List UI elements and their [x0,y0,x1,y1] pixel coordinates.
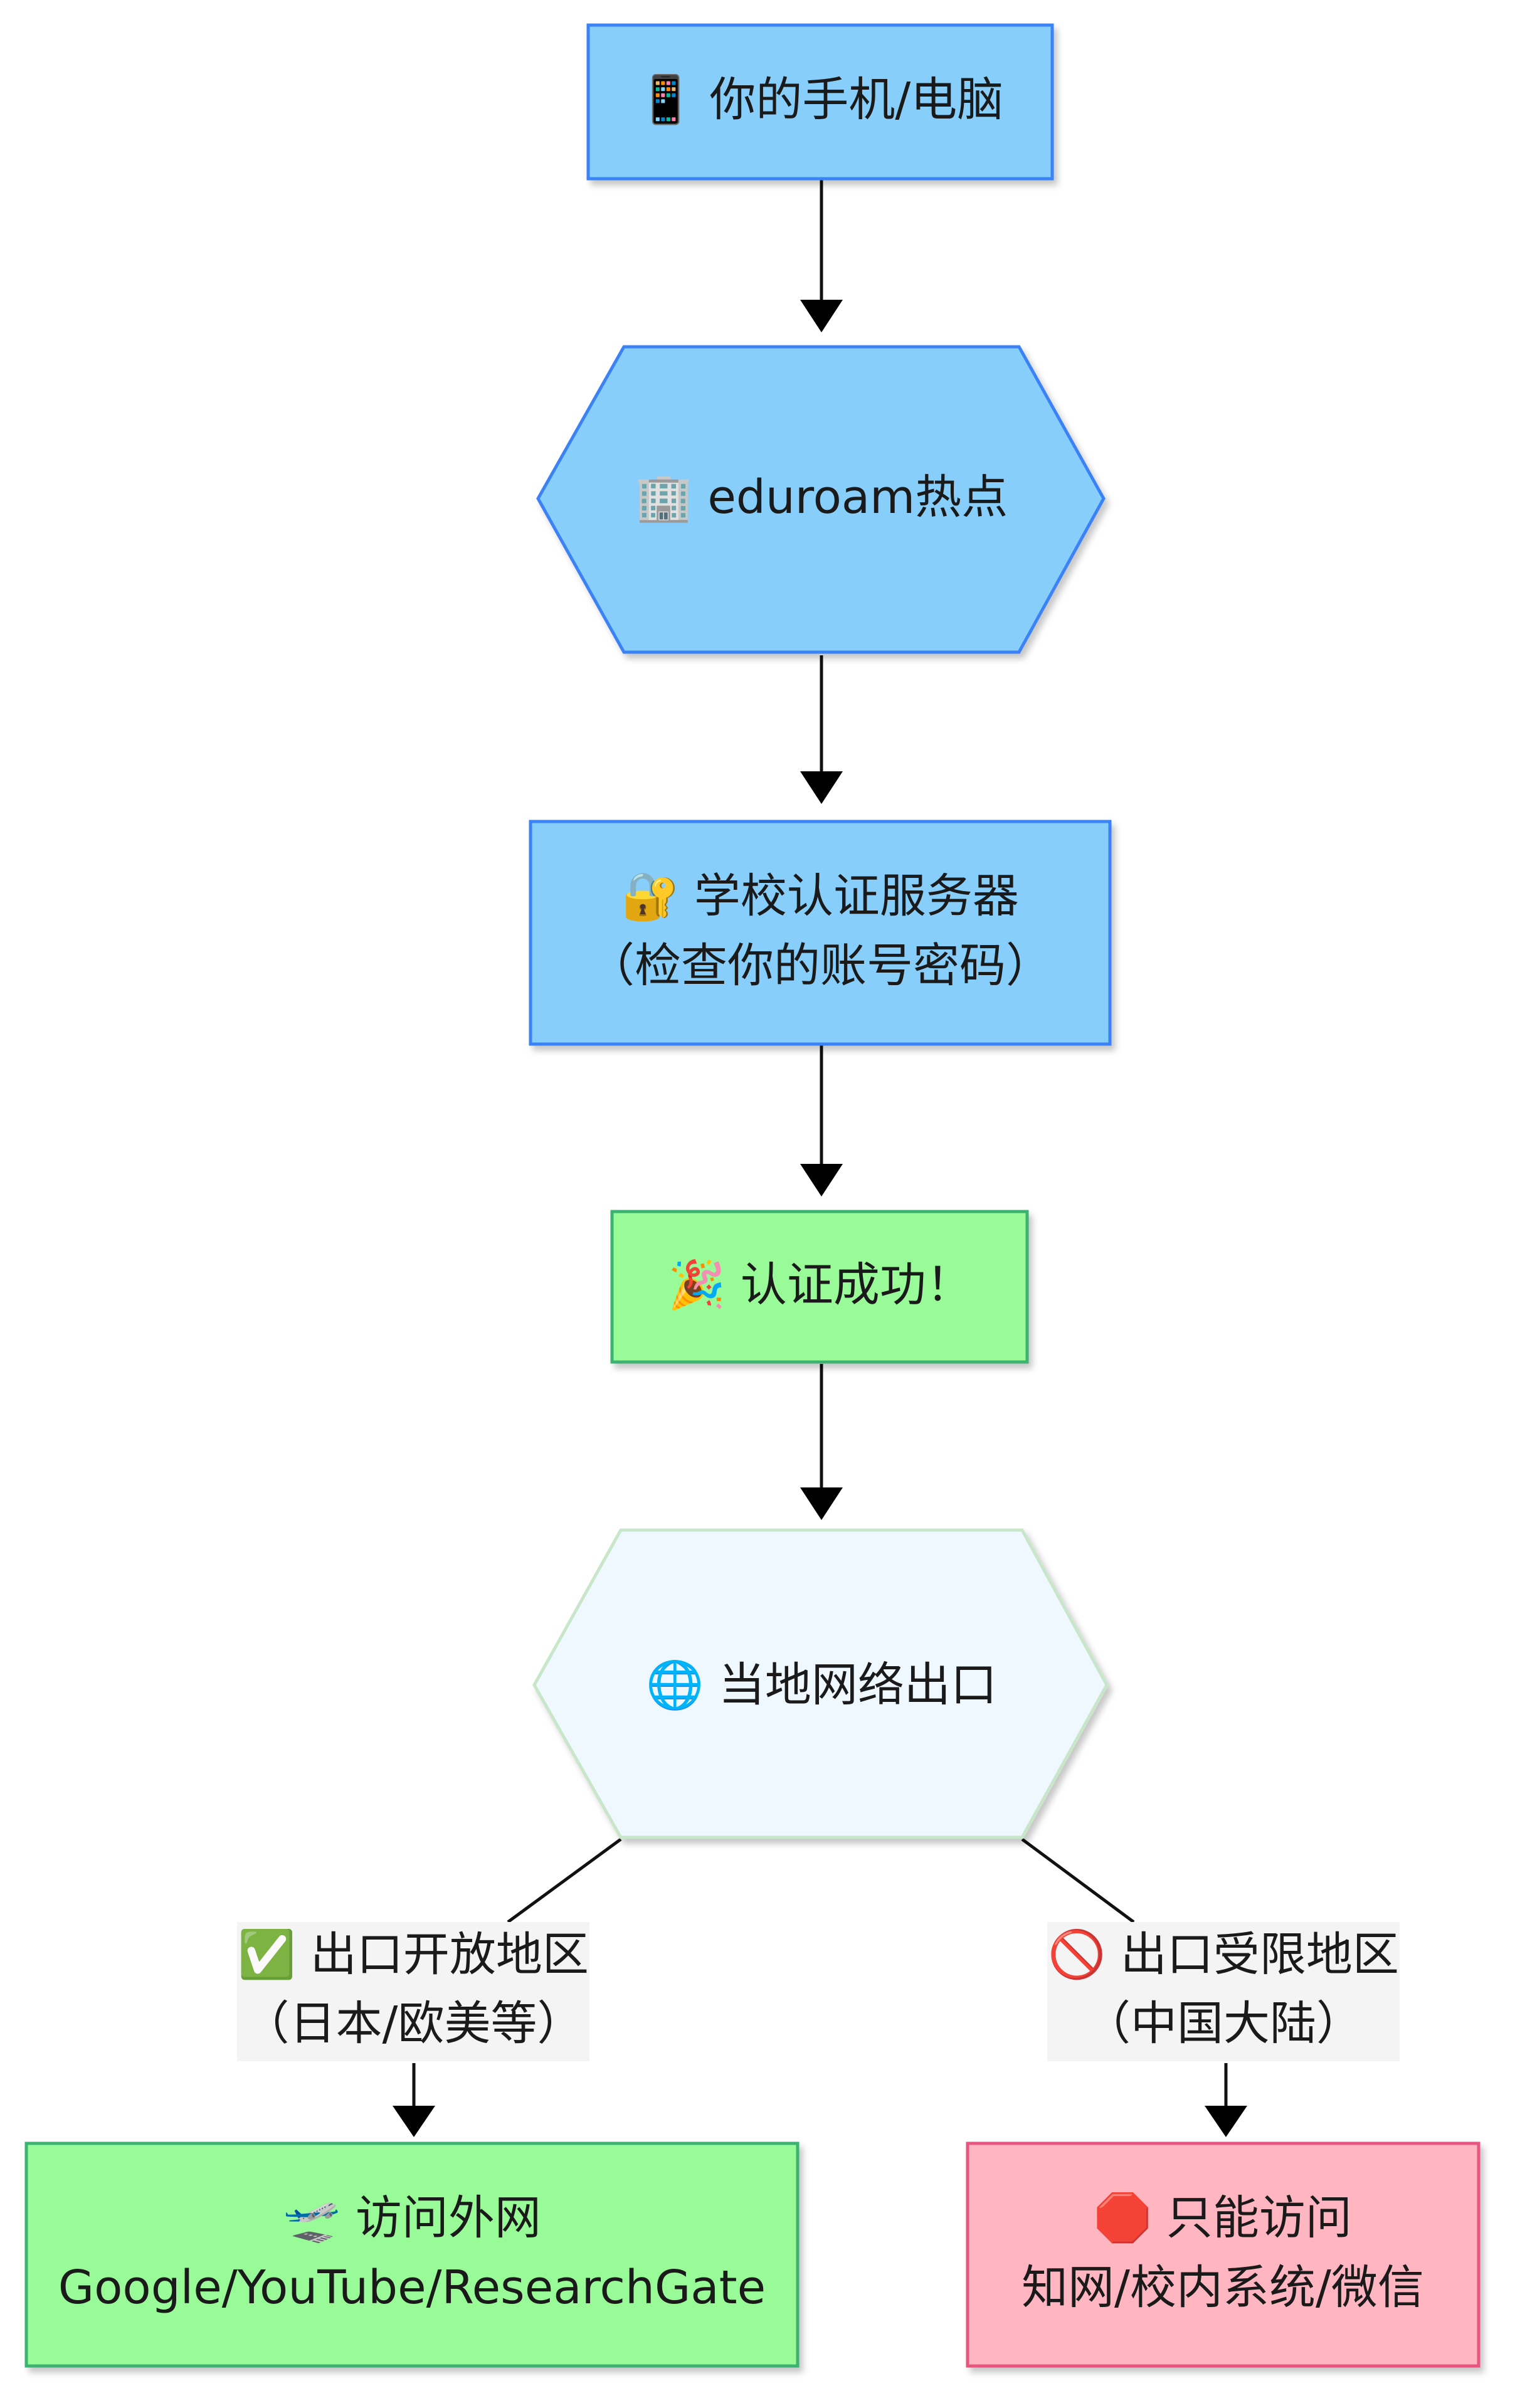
arrowhead-auth-server-to-success [800,1164,843,1196]
node-hotspot-hexagon [536,345,1106,654]
node-local-exit-label: 🌐 当地网络出口 [646,1658,997,1712]
node-auth-success-box [610,1210,1029,1364]
edge-label-restricted-region-line1: 🚫 出口受限地区 [1048,1928,1399,1982]
node-foreign-web: 🛫 访问外网 Google/YouTube/ResearchGate [24,2141,800,2368]
edge-label-restricted-region: 🚫 出口受限地区 （中国大陆） [1047,1922,1400,2061]
arrowhead-success-to-local-exit [800,1487,843,1520]
node-foreign-web-label-line1: 🛫 访问外网 [283,2191,541,2245]
node-hotspot: 🏢 eduroam热点 [536,345,1106,654]
node-limited-access-label-line2: 知网/校内系统/微信 [1021,2261,1424,2315]
node-device: 📱 你的手机/电脑 [586,23,1054,181]
node-auth-server-label-line2: （检查你的账号密码） [588,939,1052,993]
node-foreign-web-label-line2: Google/YouTube/ResearchGate [58,2261,766,2315]
node-auth-server-label-line1: 🔐 学校认证服务器 [621,869,1019,923]
node-auth-server: 🔐 学校认证服务器 （检查你的账号密码） [529,820,1112,1046]
node-local-exit: 🌐 当地网络出口 [532,1528,1109,1839]
edge-label-open-region: ✅ 出口开放地区 （日本/欧美等） [237,1922,589,2061]
node-limited-access-label-line1: 🛑 只能访问 [1094,2191,1352,2245]
edge-local-exit-to-restricted-label [1021,1837,1135,1924]
node-limited-access-box [966,2141,1481,2368]
edge-label-open-region-bg [237,1922,589,2061]
arrowhead-open-label-to-foreign-web [393,2106,435,2137]
edge-label-restricted-region-bg [1047,1922,1400,2061]
node-device-label: 📱 你的手机/电脑 [637,73,1004,127]
edge-label-open-region-line1: ✅ 出口开放地区 [238,1928,589,1982]
node-foreign-web-box [24,2141,800,2368]
node-device-box [586,23,1054,181]
node-auth-server-box [529,820,1112,1046]
arrowhead-restricted-label-to-limited [1205,2106,1247,2137]
arrowhead-device-to-hotspot [800,300,843,332]
node-hotspot-label: 🏢 eduroam热点 [635,470,1008,524]
edges [393,180,1247,2137]
edge-local-exit-to-open-label [507,1837,622,1924]
node-limited-access: 🛑 只能访问 知网/校内系统/微信 [966,2141,1481,2368]
node-auth-success-label: 🎉 认证成功！ [668,1258,973,1312]
arrowhead-hotspot-to-auth-server [800,771,843,804]
edge-label-open-region-line2: （日本/欧美等） [243,1997,584,2051]
node-local-exit-hexagon [532,1528,1109,1839]
node-auth-success: 🎉 认证成功！ [610,1210,1029,1364]
edge-label-restricted-region-line2: （中国大陆） [1084,1997,1363,2051]
